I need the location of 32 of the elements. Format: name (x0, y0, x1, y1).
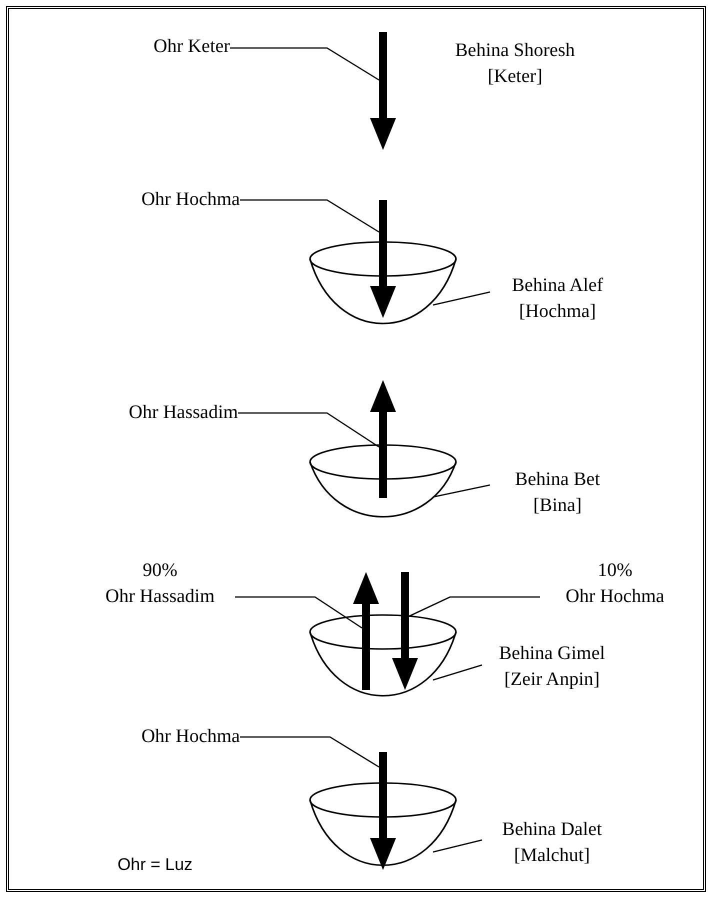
down-arrow (370, 752, 396, 870)
light-label: Behina Alef [Hochma] (490, 273, 625, 325)
bowl-drawing (309, 614, 457, 696)
leader-line (235, 596, 362, 629)
light-label: Ohr Hochma (60, 724, 240, 750)
level-label: Behina Shoresh [Keter] (454, 39, 576, 89)
down-arrow (392, 572, 418, 690)
leader-line (432, 484, 490, 498)
light-label: Ohr Hassadim (40, 400, 238, 426)
light-label: Ohr Hochma (60, 187, 240, 213)
up-arrow (353, 572, 379, 690)
light-label: 10% Ohr Hochma (540, 558, 690, 610)
down-arrow (370, 32, 396, 150)
light-label: Ohr Keter (90, 34, 230, 60)
note-text: Ohr = Luz (116, 854, 194, 876)
bowl-drawing (309, 444, 457, 518)
leader-line (240, 736, 380, 768)
bowl-drawing (309, 241, 457, 324)
up-arrow (370, 380, 396, 498)
leader-line (432, 664, 482, 681)
leader-line (400, 596, 540, 621)
leader-line (240, 199, 380, 233)
bowl-drawing (309, 782, 457, 866)
down-arrow (370, 200, 396, 318)
leader-line (432, 839, 482, 853)
leader-line (432, 291, 490, 306)
light-label: Behina Dalet [Malchut] (482, 817, 622, 869)
light-label: Behina Bet [Bina] (490, 467, 625, 519)
light-label: Behina Gimel [Zeir Anpin] (482, 641, 622, 693)
leader-line (238, 412, 380, 448)
light-label: 90% Ohr Hassadim (85, 558, 235, 610)
leader-line (230, 47, 380, 81)
